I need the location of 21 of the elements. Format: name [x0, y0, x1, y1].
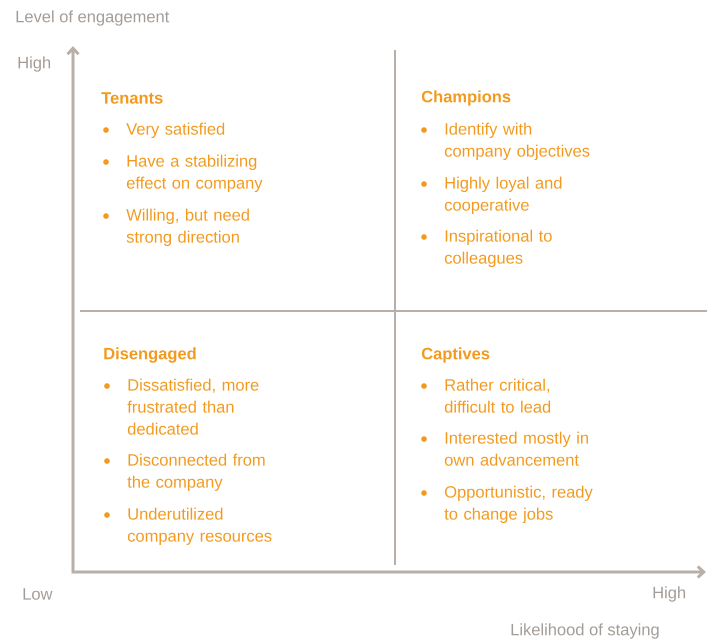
bullet-item: Highly loyal and cooperative: [421, 176, 562, 214]
bullet-item: Interested mostly in own advancement: [421, 432, 588, 466]
axis-label: High: [654, 586, 686, 602]
bullet-item: Rather critical, difficult to lead: [421, 378, 550, 413]
bullet-item: Willing, but need strong direction: [103, 208, 249, 246]
bullet-item: Underutilized company resources: [104, 508, 272, 545]
quadrant-heading: Champions: [422, 90, 510, 106]
axis-label: High: [18, 56, 50, 72]
bullet-item: Opportunistic, ready to change jobs: [421, 486, 593, 524]
quadrant-heading: Captives: [422, 347, 490, 363]
axis-label: Level of engagement: [16, 10, 170, 26]
quadrant-heading: Disengaged: [104, 347, 196, 363]
quadrant-heading: Tenants: [101, 92, 163, 104]
bullet-item: Inspirational to colleagues: [421, 230, 552, 268]
bullet-item: Identify with company objectives: [421, 122, 590, 160]
axis-label: Likelihood of staying: [512, 623, 659, 639]
axis-label: Low: [24, 588, 52, 600]
bullet-item: Very satisfied: [103, 122, 224, 138]
bullet-item: Have a stabilizing effect on company: [103, 154, 262, 192]
bullet-item: Disconnected from the company: [104, 454, 265, 492]
bullet-item: Dissatisfied, more frustrated than dedicated: [104, 378, 258, 435]
